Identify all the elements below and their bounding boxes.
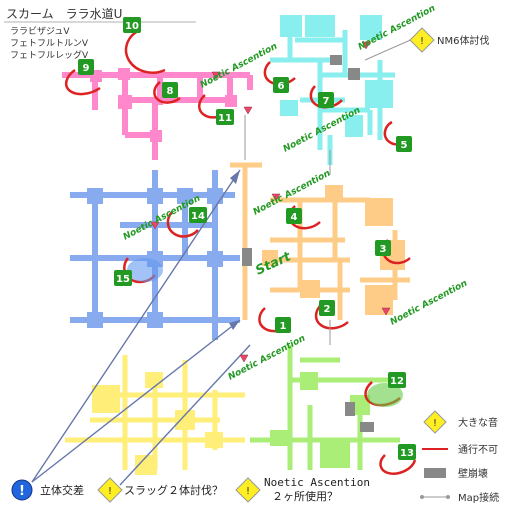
legend-map-connect: Map接続 xyxy=(420,491,499,504)
marker-12: 12 xyxy=(388,372,406,388)
green-oval-12 xyxy=(367,383,403,407)
svg-text:9: 9 xyxy=(83,63,90,74)
legend-wall-break: 壁崩壊 xyxy=(424,467,488,480)
svg-text:8: 8 xyxy=(167,86,174,97)
crossing-arrowheads xyxy=(229,170,240,330)
mob-name-1: ララビザジュV xyxy=(10,26,70,37)
svg-text:2: 2 xyxy=(324,304,331,315)
svg-text:!: ! xyxy=(108,486,112,497)
svg-text:13: 13 xyxy=(400,448,414,459)
legend-wall-break-label: 壁崩壊 xyxy=(458,467,488,480)
svg-text:!: ! xyxy=(433,418,437,429)
nm-warning: ! NM6体討伐 xyxy=(409,27,489,53)
marker-10: 10 xyxy=(123,17,141,33)
svg-text:4: 4 xyxy=(291,212,298,223)
slug-label: スラッグ２体討伐？ xyxy=(124,483,223,497)
marker-13: 13 xyxy=(398,444,416,460)
legend-map-connect-label: Map接続 xyxy=(458,491,499,504)
wall-breaks xyxy=(242,55,374,432)
marker-14: 14 xyxy=(189,207,207,223)
green-area xyxy=(250,345,400,470)
marker-8: 8 xyxy=(162,82,178,98)
marker-5: 5 xyxy=(396,136,412,152)
marker-7: 7 xyxy=(318,92,334,108)
blue-area xyxy=(70,170,240,340)
svg-text:11: 11 xyxy=(218,113,232,124)
svg-text:!: ! xyxy=(420,36,424,47)
svg-text:12: 12 xyxy=(390,376,404,387)
svg-text:3: 3 xyxy=(380,244,387,255)
marker-15: 15 xyxy=(114,270,132,286)
marker-3: 3 xyxy=(375,240,391,256)
marker-11: 11 xyxy=(216,109,234,125)
info-icon: ! xyxy=(19,484,25,499)
svg-text:14: 14 xyxy=(191,211,205,222)
legend: ! 大きな音 通行不可 壁崩壊 Map接続 xyxy=(420,410,499,504)
svg-text:15: 15 xyxy=(116,274,130,285)
noetic-note-line1: Noetic Ascention xyxy=(264,476,370,489)
nm-triangles xyxy=(150,41,391,363)
noetic-note: ! Noetic Ascention ２ヶ所使用？ xyxy=(235,476,370,503)
legend-impassable: 通行不可 xyxy=(422,443,498,456)
marker-4: 4 xyxy=(286,208,302,224)
noetic-label-6: Noetic Ascention xyxy=(389,279,469,328)
legend-impassable-label: 通行不可 xyxy=(458,443,498,456)
mob-name-3: フェトフルレッグV xyxy=(10,49,89,61)
crossing-note: ! 立体交差 xyxy=(11,479,84,501)
svg-text:7: 7 xyxy=(323,96,330,107)
nm-label: NM6体討伐 xyxy=(437,34,489,47)
svg-text:10: 10 xyxy=(125,21,139,32)
map-title: スカーム ララ水道U xyxy=(6,7,122,21)
yellow-area xyxy=(65,355,245,475)
blue-oval-15 xyxy=(127,258,163,282)
svg-text:1: 1 xyxy=(280,321,287,332)
crossing-label: 立体交差 xyxy=(40,483,84,497)
svg-text:5: 5 xyxy=(401,140,408,151)
noetic-note-line2: ２ヶ所使用？ xyxy=(272,490,338,503)
legend-loud-sound-label: 大きな音 xyxy=(458,416,498,429)
svg-text:!: ! xyxy=(246,486,250,497)
mob-name-2: フェトフルトルンV xyxy=(10,39,89,49)
svg-text:6: 6 xyxy=(278,81,285,92)
bottom-notes: ! 立体交差 ! スラッグ２体討伐？ ! Noetic Ascention ２ヶ… xyxy=(11,476,370,503)
marker-9: 9 xyxy=(78,59,94,75)
marker-1: 1 xyxy=(275,317,291,333)
marker-2: 2 xyxy=(319,300,335,316)
map-connect-lines xyxy=(244,37,416,345)
marker-6: 6 xyxy=(273,77,289,93)
legend-loud-sound: ! 大きな音 xyxy=(423,410,498,434)
numbered-markers: 1 2 3 4 5 6 7 8 9 10 11 12 13 14 15 xyxy=(78,17,416,460)
slug-note: ! スラッグ２体討伐？ xyxy=(97,477,223,503)
